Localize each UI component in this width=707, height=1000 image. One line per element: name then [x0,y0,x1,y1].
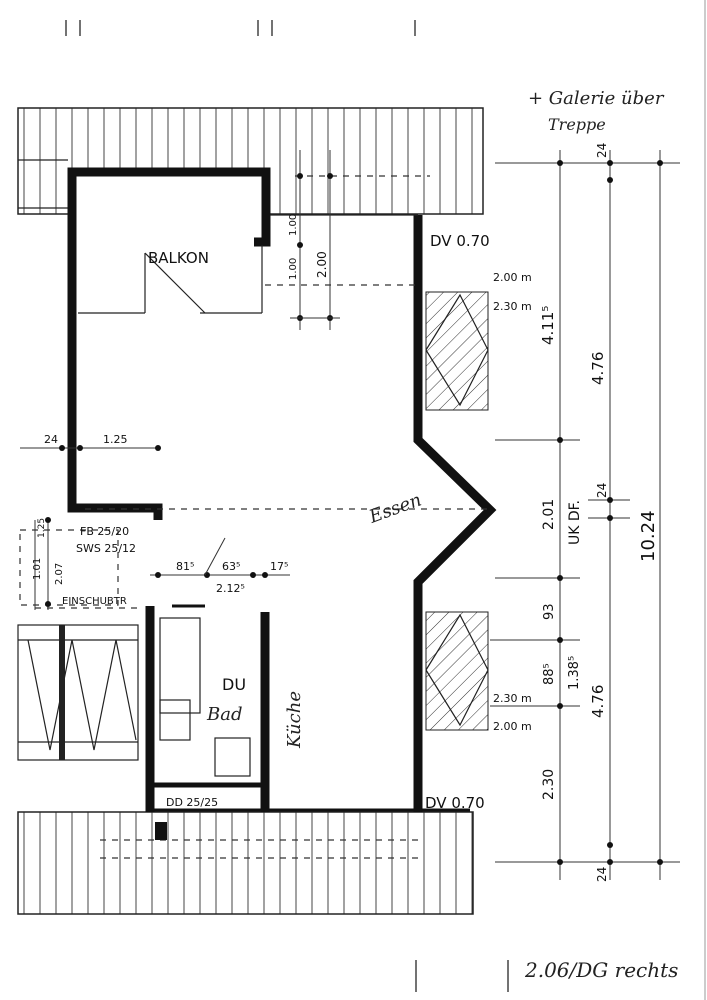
dim-2-07: 2.07 [54,563,65,585]
dim-17-5: 17⁵ [270,560,288,573]
dim-1-38-5: 1.38⁵ [567,656,582,690]
dimension-axes-right [490,150,680,880]
dv-label-top: DV 0.70 [430,232,490,250]
fb-label: FB 25/20 [80,525,129,538]
dim-1-25: 1.25 [103,433,128,446]
dim-2-01: 2.01 [541,499,557,530]
roof-bottom [17,811,474,915]
dim-1-25-small: 1.25 [37,518,47,538]
dim-1-00-b: 1.00 [288,258,299,280]
roof-top [17,107,484,238]
dim-2-12-5: 2.12⁵ [216,582,245,595]
room-label-kueche: Küche [284,691,305,749]
walls [67,167,497,812]
dim-2-30: 2.30 [541,769,557,800]
dim-88-5: 88⁵ [542,663,557,685]
dim-2-30m-bottom: 2.30 m [493,692,532,705]
stair [17,624,139,761]
dim-63-5: 63⁵ [222,560,240,573]
galerie-note-line2: Treppe [548,115,606,134]
dim-24-bottom: 24 [595,867,609,882]
room-label-balkon: BALKON [148,249,209,267]
stair-hatch-bottom [425,611,489,731]
dim-24-left: 24 [44,433,58,446]
bath-fixtures [155,604,251,840]
room-label-du: DU [222,675,246,694]
dim-10-24: 10.24 [638,510,659,562]
dim-93: 93 [542,603,557,620]
dim-4-115: 4.11⁵ [539,306,557,345]
room-label-essen: Essen [366,490,425,528]
dim-24-top: 24 [595,143,609,158]
dim-4-76-bottom: 4.76 [589,685,607,718]
text-labels: + Galerie über Treppe BALKON Essen DU Ba… [32,88,678,982]
sws-label: SWS 25/12 [76,542,136,555]
galerie-note-line1: + Galerie über [528,88,665,109]
dimension-marks-left [20,150,340,610]
dim-4-76-top: 4.76 [589,352,607,385]
dim-2-00m-bottom: 2.00 m [493,720,532,733]
room-label-bad: Bad [206,704,242,725]
binder-marks [65,20,509,992]
dim-81-5: 81⁵ [176,560,194,573]
stair-hatch-top [425,291,489,411]
dim-2-00: 2.00 [315,251,329,278]
dim-24-mid: 24 [595,483,609,498]
einschub-label: EINSCHUBTR [62,596,127,607]
dim-2-00m-top: 2.00 m [493,271,532,284]
dv-label-bottom: DV 0.70 [425,794,485,812]
dd-label: DD 25/25 [166,796,218,809]
dim-1-01: 1.01 [32,558,43,580]
dim-1-00-a: 1.00 [288,214,299,236]
ukdf-label: UK DF. [567,500,583,545]
dashed-lines [19,284,490,609]
footer-label: 2.06/DG rechts [524,958,678,982]
dim-2-30m-top: 2.30 m [493,300,532,313]
balcony-detail [78,214,418,314]
